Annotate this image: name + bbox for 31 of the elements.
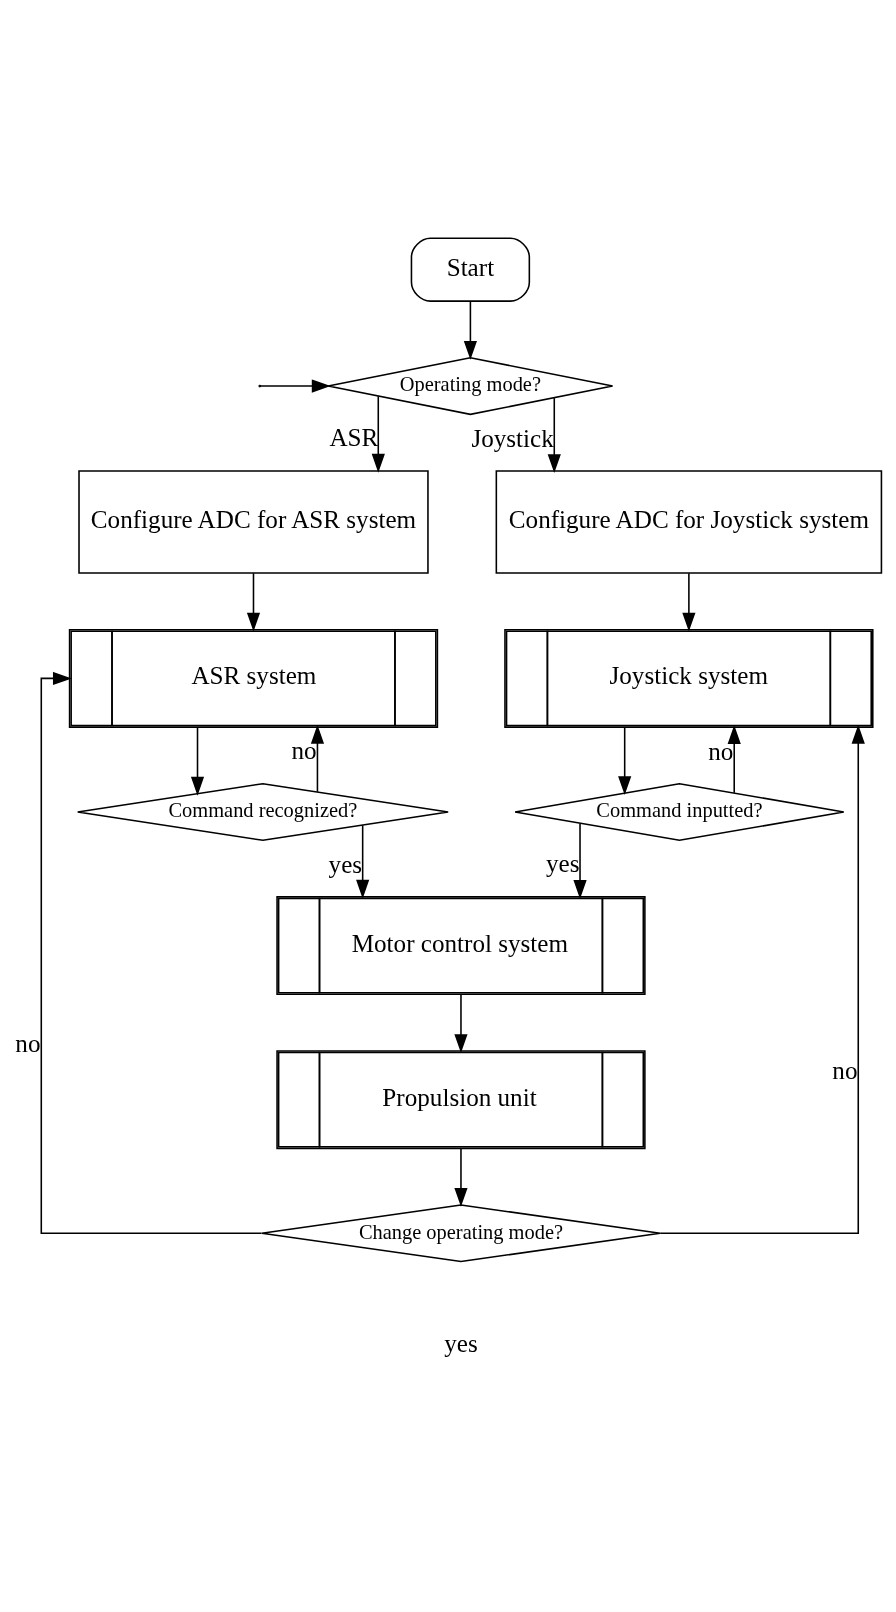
node-diamond: Command inputted? [514,782,845,841]
edge-label: no [15,1029,41,1057]
arrow [454,993,468,1053]
edge-label: ASR [329,423,379,451]
edge-label: no [708,737,734,765]
arrow [659,724,865,1234]
arrow [40,671,263,1234]
node-diamond: Operating mode? [327,356,614,415]
edge-label: Joystick [471,424,554,452]
arrow [356,824,370,899]
arrow [463,300,477,360]
arrow [246,571,261,632]
node-box: Configure ADC for ASR system [78,469,429,574]
arrow [371,394,385,473]
arrow [190,726,205,796]
node-box: Start [410,237,531,302]
arrow [618,726,632,795]
node-diamond: Command recognized? [76,782,449,841]
arrow [310,724,325,792]
arrow [727,724,741,794]
node-box: Configure ADC for Joystick system [495,469,883,574]
arrow [454,1147,468,1207]
arrow [682,571,696,632]
edge-label: no [832,1056,858,1084]
arrow [547,396,561,473]
edge-label: yes [328,850,363,878]
node-diamond: Change operating mode? [261,1203,661,1262]
label: yes [444,1329,478,1357]
edge-label: yes [545,849,580,877]
edge-label: no [291,736,317,764]
arrow [573,822,587,899]
